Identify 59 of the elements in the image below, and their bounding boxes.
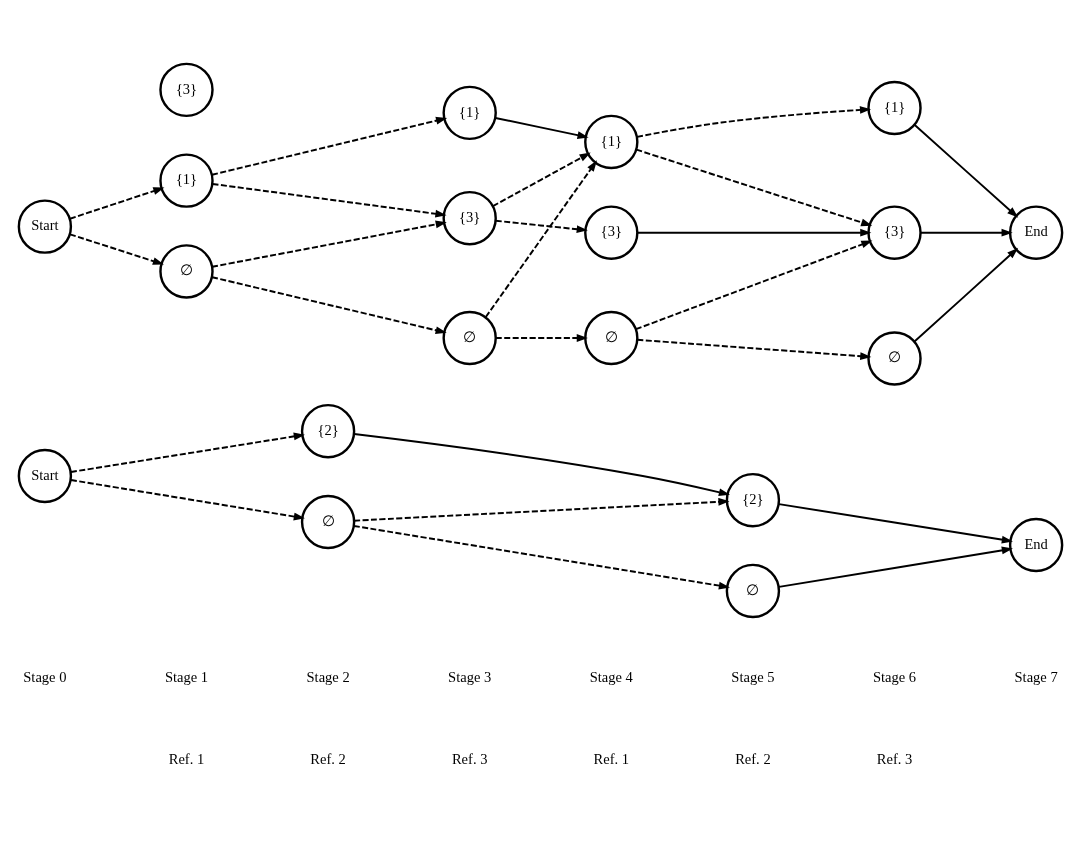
node-circle: {3} xyxy=(442,190,497,245)
arrow xyxy=(636,228,872,237)
node-circle: {1} xyxy=(442,85,497,140)
arrow xyxy=(494,333,588,342)
arrow xyxy=(70,478,305,520)
arrow xyxy=(778,502,1013,544)
arrow xyxy=(211,182,447,218)
arrow xyxy=(211,220,447,268)
arrow xyxy=(494,219,588,233)
node-circle: ∅ xyxy=(300,494,356,549)
node-circle: {1} xyxy=(867,80,922,135)
label: Ref. 3 xyxy=(876,750,913,767)
node-circle: {2} xyxy=(300,403,356,458)
node-circle: ∅ xyxy=(442,310,497,365)
node-circle: ∅ xyxy=(725,563,781,618)
label: Ref. 2 xyxy=(735,750,771,767)
node-circle: Start xyxy=(17,198,73,254)
node-circle: {1} xyxy=(584,114,639,169)
node-circle: Start xyxy=(17,448,73,503)
arrow xyxy=(913,247,1019,343)
label: Stage 4 xyxy=(589,668,633,685)
arrow xyxy=(635,240,873,330)
label: Stage 3 xyxy=(448,668,492,685)
node-circle: {3} xyxy=(584,204,639,260)
arrow xyxy=(636,105,872,138)
label: Stage 2 xyxy=(306,668,350,685)
label: Ref. 2 xyxy=(310,750,346,767)
arrow xyxy=(69,232,164,265)
arrow xyxy=(778,545,1013,588)
label: Stage 1 xyxy=(164,668,209,685)
arrow xyxy=(353,432,730,496)
label: Stage 0 xyxy=(23,668,67,685)
arrow xyxy=(492,152,591,207)
arrow xyxy=(635,148,873,226)
arrow xyxy=(353,497,730,522)
arrow xyxy=(636,338,872,360)
node-circle: {3} xyxy=(159,62,214,117)
node-circle: ∅ xyxy=(867,330,922,386)
node-circle: End xyxy=(1008,517,1064,572)
node-circle: ∅ xyxy=(584,310,639,365)
arrow xyxy=(494,116,589,139)
label: Stage 5 xyxy=(731,668,775,685)
node-circle: ∅ xyxy=(159,243,214,299)
label: Stage 6 xyxy=(872,668,917,685)
label: Ref. 1 xyxy=(168,750,205,767)
node-circle: {2} xyxy=(725,472,781,527)
arrow xyxy=(352,524,730,589)
label: Ref. 1 xyxy=(593,750,630,767)
arrow xyxy=(211,116,448,176)
label: Ref. 3 xyxy=(451,750,488,767)
label: Stage 7 xyxy=(1014,668,1058,685)
arrow xyxy=(211,275,447,334)
arrow xyxy=(69,186,165,220)
node-circle: {3} xyxy=(867,204,922,260)
arrow xyxy=(484,159,597,318)
arrow xyxy=(913,123,1019,218)
node-circle: {1} xyxy=(159,152,214,208)
arrow xyxy=(919,228,1013,237)
arrow xyxy=(70,432,305,473)
